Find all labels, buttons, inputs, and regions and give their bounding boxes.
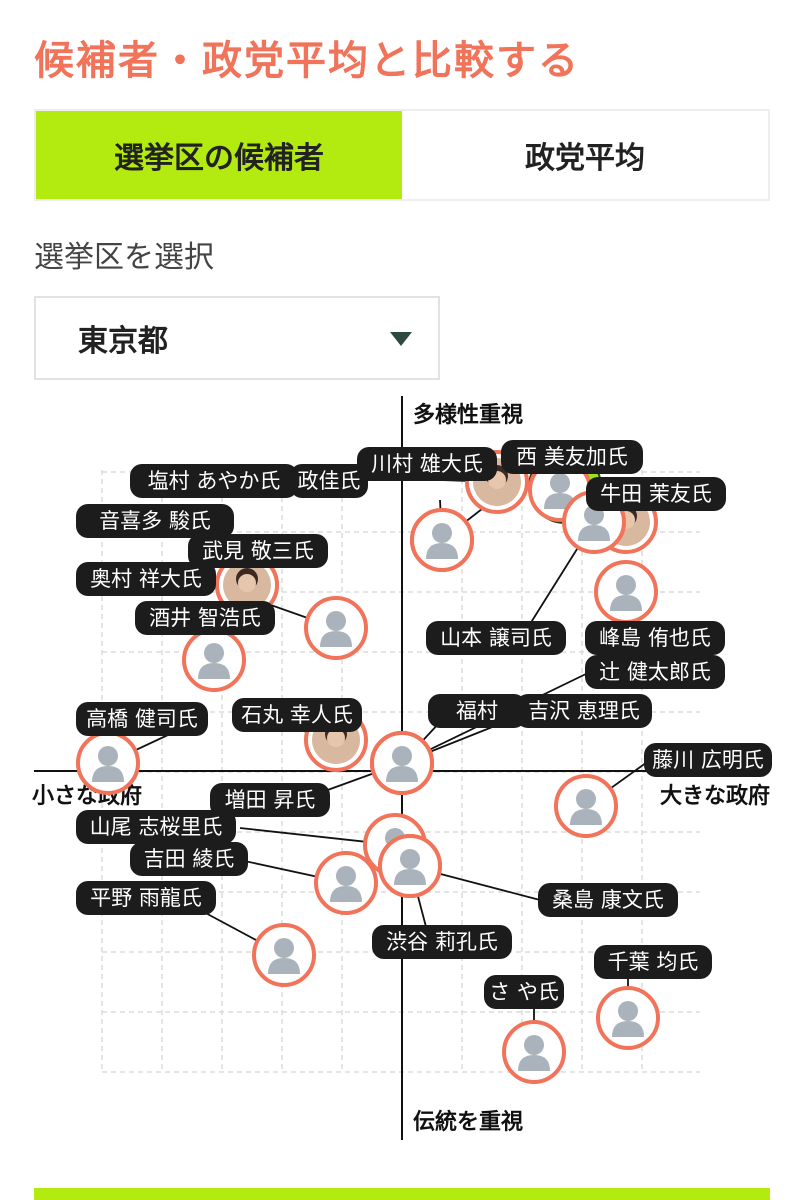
candidate-name-tag[interactable]: 桑島 康文氏: [538, 883, 678, 917]
axis-label-right: 大きな政府: [660, 783, 770, 809]
candidate-name: 平野 雨龍氏: [90, 886, 202, 910]
candidate-name: 牛田 茉友氏: [600, 482, 712, 506]
candidate-name: 増田 昇氏: [225, 788, 316, 812]
candidate-name-tag[interactable]: 藤川 広明氏: [644, 743, 772, 777]
candidate-name-tag[interactable]: 政佳氏: [290, 464, 368, 498]
candidate-name: 武見 敬三氏: [202, 539, 314, 563]
candidate-name: 藤川 広明氏: [652, 748, 764, 772]
candidate-name: 川村 雄大氏: [371, 452, 483, 476]
candidate-name: さ や氏: [489, 980, 559, 1004]
candidate-name-tag[interactable]: 辻 健太郎氏: [585, 655, 725, 689]
candidate-name-tag[interactable]: 平野 雨龍氏: [76, 881, 216, 915]
tab-party-average[interactable]: 政党平均: [525, 141, 645, 176]
candidate-name: 福村: [456, 699, 498, 723]
candidate-name: 酒井 智浩氏: [149, 606, 261, 630]
district-select[interactable]: 東京都: [34, 296, 440, 380]
candidate-name-tag[interactable]: 武見 敬三氏: [188, 534, 328, 568]
candidate-avatar[interactable]: [252, 923, 316, 987]
candidate-name-tag[interactable]: 川村 雄大氏: [357, 447, 497, 481]
candidate-name-tag[interactable]: 石丸 幸人氏: [232, 698, 362, 732]
candidate-avatar[interactable]: [76, 731, 140, 795]
candidate-name-tag[interactable]: 牛田 茉友氏: [586, 477, 726, 511]
candidate-name-tag[interactable]: 塩村 あやか氏: [130, 464, 298, 498]
candidate-name: 渋谷 莉孔氏: [386, 930, 498, 954]
candidate-name: 山本 譲司氏: [440, 626, 552, 650]
candidate-name: 桑島 康文氏: [552, 888, 664, 912]
axis-label-top: 多様性重視: [413, 402, 523, 428]
candidate-name-tag[interactable]: 吉田 綾氏: [130, 842, 248, 876]
comparison-tabs: 選挙区の候補者 政党平均: [34, 109, 770, 201]
candidate-avatar[interactable]: [182, 628, 246, 692]
page-title: 候補者・政党平均と比較する: [34, 38, 580, 84]
candidate-name-tag[interactable]: 西 美友加氏: [501, 440, 643, 474]
candidate-name-tag[interactable]: 福村: [428, 694, 526, 728]
candidate-avatar[interactable]: [554, 774, 618, 838]
candidate-labels: 塩村 あやか氏政佳氏川村 雄大氏 西 美友加氏牛田 茉友氏音喜多 駿氏武見 敬三氏…: [76, 440, 772, 1009]
candidate-name: 千葉 均氏: [608, 950, 699, 974]
candidate-avatar[interactable]: [304, 596, 368, 660]
candidate-name: 政佳氏: [298, 469, 361, 493]
candidate-name-tag[interactable]: 吉沢 恵理氏: [516, 694, 652, 728]
candidate-name-tag[interactable]: 酒井 智浩氏: [135, 601, 275, 635]
candidate-name: 奥村 祥大氏: [90, 567, 202, 591]
candidate-name: 山尾 志桜里氏: [90, 815, 223, 839]
district-select-value: 東京都: [78, 324, 168, 359]
candidate-name-tag[interactable]: さ や氏: [484, 975, 564, 1009]
candidate-name: 高橋 健司氏: [86, 707, 198, 731]
candidate-name: 西 美友加氏: [516, 445, 628, 469]
candidate-avatar[interactable]: [596, 986, 660, 1050]
candidate-name: 辻 健太郎氏: [599, 660, 711, 684]
candidate-name-tag[interactable]: 増田 昇氏: [210, 783, 330, 817]
candidate-avatar[interactable]: [410, 508, 474, 572]
candidate-name: 吉田 綾氏: [144, 847, 235, 871]
candidate-name-tag[interactable]: 山本 譲司氏: [426, 621, 566, 655]
candidate-name-tag[interactable]: 峰島 侑也氏: [585, 621, 725, 655]
candidate-avatar[interactable]: [378, 834, 442, 898]
candidate-name: 塩村 あやか氏: [148, 469, 281, 493]
candidate-name: 石丸 幸人氏: [241, 703, 353, 727]
district-select-label: 選挙区を選択: [34, 240, 214, 275]
candidate-name: 峰島 侑也氏: [599, 626, 711, 650]
axis-label-bottom: 伝統を重視: [413, 1109, 523, 1135]
chevron-down-icon: [390, 332, 412, 346]
candidate-name-tag[interactable]: 山尾 志桜里氏: [76, 810, 236, 844]
candidate-markers: あなた: [76, 450, 660, 1084]
candidate-name-tag[interactable]: 渋谷 莉孔氏: [372, 925, 512, 959]
candidate-avatar[interactable]: [502, 1020, 566, 1084]
candidate-name: 音喜多 駿氏: [99, 509, 211, 533]
candidate-name: 吉沢 恵理氏: [528, 699, 640, 723]
candidate-name-tag[interactable]: 奥村 祥大氏: [76, 562, 216, 596]
next-button-edge[interactable]: [34, 1188, 770, 1200]
candidate-name-tag[interactable]: 千葉 均氏: [594, 945, 712, 979]
tab-district-candidates[interactable]: 選挙区の候補者: [36, 111, 402, 199]
candidate-avatar[interactable]: [314, 851, 378, 915]
candidate-avatar[interactable]: [594, 560, 658, 624]
candidate-avatar[interactable]: [370, 731, 434, 795]
candidate-name-tag[interactable]: 音喜多 駿氏: [76, 504, 234, 538]
candidate-name-tag[interactable]: 高橋 健司氏: [76, 702, 208, 736]
